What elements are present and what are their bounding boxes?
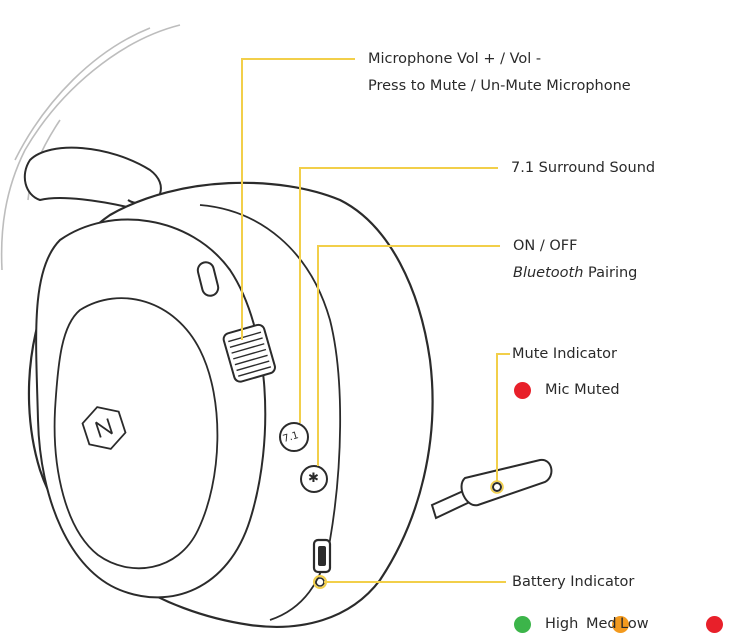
battery-med-label: Med [586,616,617,632]
battery-high-label: High [545,616,579,632]
ear-cup [27,181,434,628]
surround-button [279,422,309,452]
battery-indicator-title: Battery Indicator [512,574,635,590]
mic-muted-label: Mic Muted [545,382,620,398]
battery-low-dot [706,616,723,633]
mute-indicator-title: Mute Indicator [512,346,617,362]
power-label: ON / OFF [513,238,578,254]
logo-badge [81,406,127,450]
mic-mute-label: Press to Mute / Un-Mute Microphone [368,78,631,94]
battery-high-dot [514,616,531,633]
volume-wheel [222,323,276,383]
mic-muted-dot [514,382,531,399]
surround-label: 7.1 Surround Sound [511,160,656,176]
leader-lines [241,58,510,583]
top-slot [196,261,220,297]
bluetooth-icon: ✱ [308,471,319,486]
ear-cup-plate [53,297,219,570]
battery-low-label: Low [620,616,649,632]
bluetooth-word: Bluetooth [513,265,584,281]
pairing-word: Pairing [583,265,638,281]
battery-med-dot [612,616,629,633]
mic-volume-label: Microphone Vol + / Vol - [368,51,542,67]
bluetooth-button [300,465,328,493]
microphone-boom [430,458,553,520]
bluetooth-pairing-label: Bluetooth Pairing [513,264,637,282]
